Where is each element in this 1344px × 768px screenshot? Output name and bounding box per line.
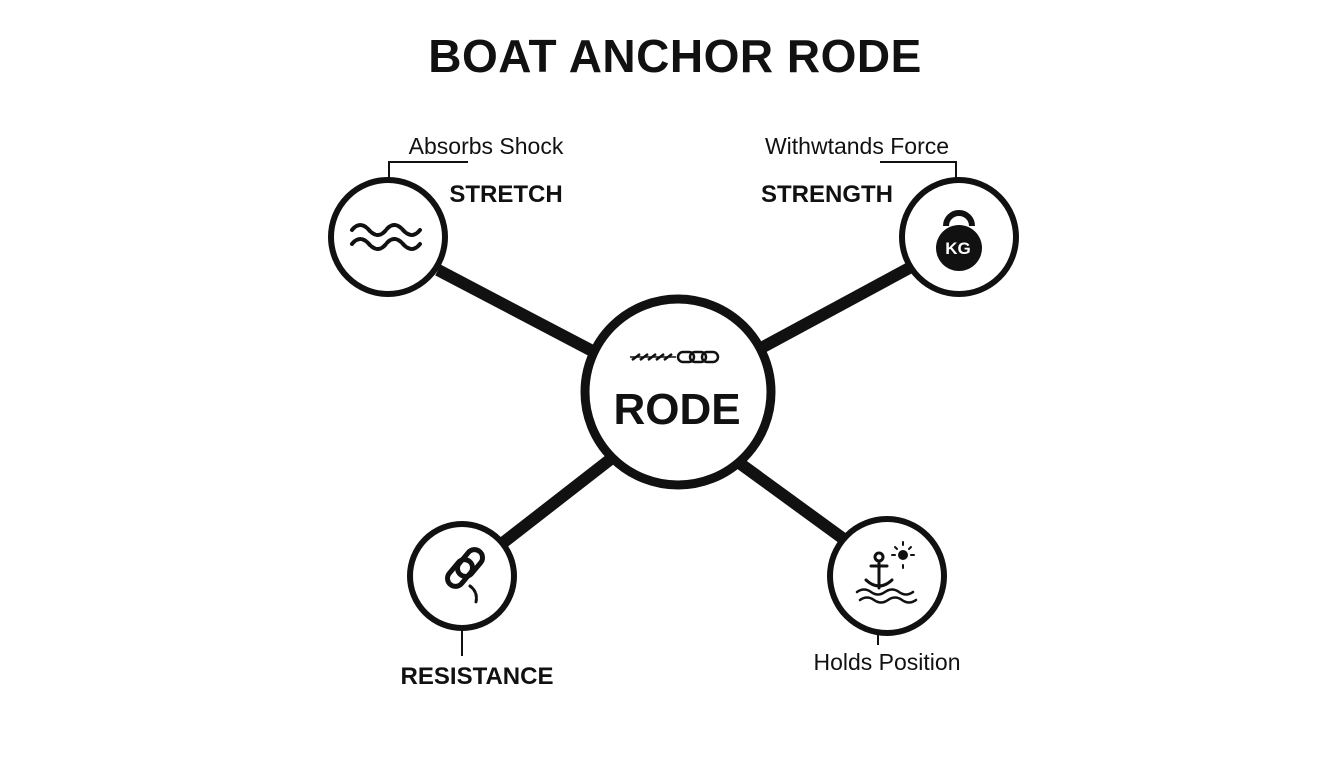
connectors (435, 260, 916, 547)
strength-description: Withwtands Force (765, 133, 949, 159)
diagram-title: BOAT ANCHOR RODE (428, 30, 922, 82)
center-node: RODE (580, 294, 776, 490)
anchor-waves-sun-icon (855, 541, 918, 604)
resistance-label: RESISTANCE (401, 663, 554, 690)
chain-link-icon (445, 547, 485, 604)
node-strength: KG (899, 177, 1019, 297)
chain-rope-icon (630, 350, 720, 364)
node-stretch (328, 177, 448, 297)
stretch-description: Absorbs Shock (409, 133, 564, 159)
kettlebell-text: KG (945, 239, 971, 258)
connector-resistance (500, 453, 616, 547)
kettlebell-icon: KG (936, 210, 982, 271)
node-resistance (407, 521, 517, 631)
callout-lines (388, 161, 957, 656)
stretch-label: STRETCH (449, 181, 562, 208)
wavy-rope-icon (350, 223, 422, 251)
callout-strength (880, 161, 957, 179)
connector-strength (749, 260, 916, 359)
position-label: Holds Position (813, 649, 960, 675)
connector-stretch (435, 264, 603, 361)
strength-label: STRENGTH (761, 181, 893, 208)
node-position (827, 516, 947, 636)
center-label: RODE (613, 385, 740, 434)
callout-stretch (388, 161, 468, 179)
connector-position (734, 457, 849, 545)
